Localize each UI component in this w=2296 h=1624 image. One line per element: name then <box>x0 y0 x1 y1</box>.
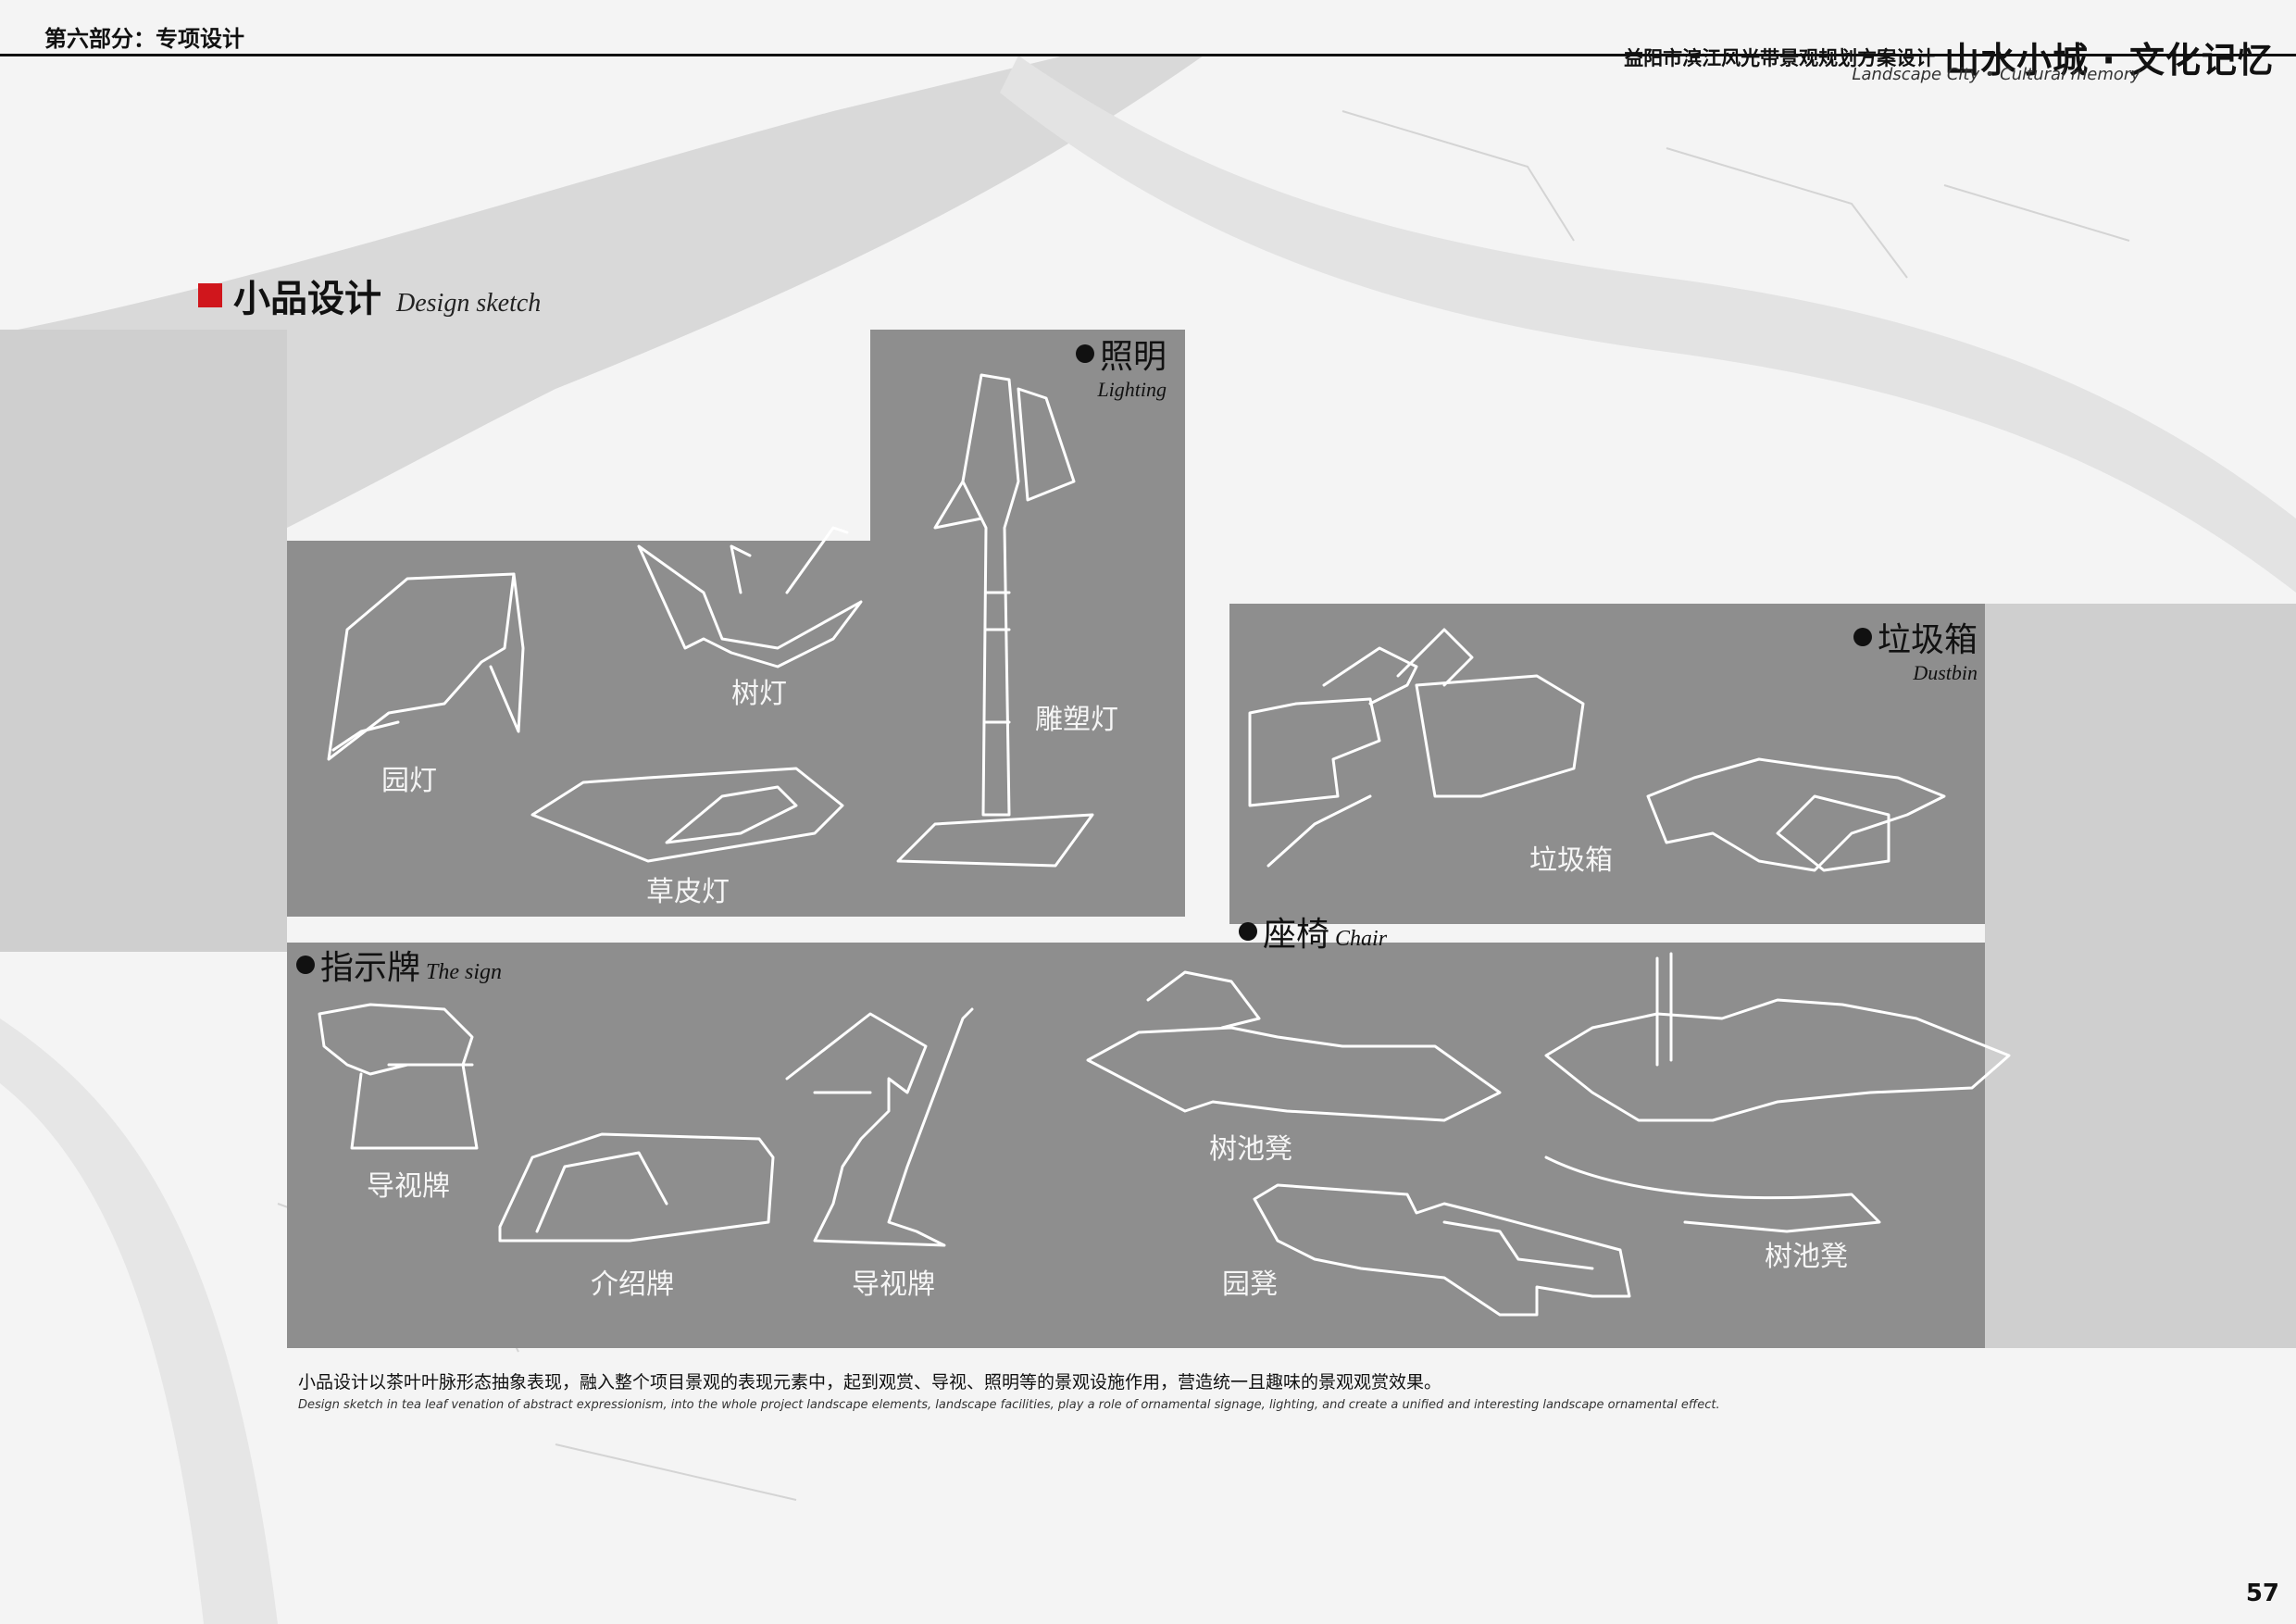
bullet-icon <box>1239 922 1257 941</box>
category-sign-zh: 指示牌 <box>320 949 421 987</box>
category-lighting: 照明 Lighting <box>1076 330 1167 402</box>
label-garden-lamp: 园灯 <box>381 765 437 797</box>
label-tree-lamp: 树灯 <box>731 678 787 710</box>
sign-chair-panel <box>287 943 1985 1348</box>
category-sign: 指示牌 The sign <box>296 941 502 989</box>
category-dustbin-zh: 垃圾箱 <box>1878 621 1978 659</box>
category-chair: 座椅 Chair <box>1239 907 1387 956</box>
page-number: 57 <box>2245 1580 2279 1607</box>
label-tree-bench-1: 树池凳 <box>1209 1133 1292 1166</box>
section-title: 小品设计 Design sketch <box>198 269 541 322</box>
header-divider <box>0 54 2296 56</box>
category-chair-en: Chair <box>1335 927 1388 951</box>
category-dustbin: 垃圾箱 Dustbin <box>1853 613 1978 685</box>
label-lawn-lamp: 草皮灯 <box>646 876 730 908</box>
header-project: 益阳市滨江风光带景观规划方案设计 山水小城 · 文化记忆 <box>1624 31 2274 82</box>
section-header: 第六部分：专项设计 <box>44 26 244 52</box>
label-guide-sign-1: 导视牌 <box>367 1170 450 1203</box>
brand-slogan: 山水小城 · 文化记忆 <box>1944 40 2274 81</box>
category-sign-en: The sign <box>426 960 503 984</box>
label-dustbin: 垃圾箱 <box>1529 844 1613 877</box>
section-title-zh: 小品设计 <box>233 278 381 320</box>
label-tree-bench-2: 树池凳 <box>1765 1241 1848 1273</box>
category-lighting-en: Lighting <box>1097 378 1167 401</box>
bullet-icon <box>1076 344 1094 363</box>
category-chair-zh: 座椅 <box>1263 916 1330 954</box>
description-en: Design sketch in tea leaf venation of ab… <box>298 1398 1720 1412</box>
left-band <box>0 330 287 952</box>
section-title-en: Design sketch <box>396 289 542 318</box>
red-square-icon <box>198 283 222 307</box>
project-title: 益阳市滨江风光带景观规划方案设计 <box>1624 46 1936 69</box>
right-band <box>1985 604 2296 1348</box>
label-sculpture-lamp: 雕塑灯 <box>1035 704 1118 736</box>
label-guide-sign-2: 导视牌 <box>852 1268 935 1301</box>
label-garden-bench: 园凳 <box>1222 1268 1278 1301</box>
description-zh: 小品设计以茶叶叶脉形态抽象表现，融入整个项目景观的表现元素中，起到观赏、导视、照… <box>298 1372 1442 1393</box>
brand-subtitle: Landscape City • Cultural memory <box>1852 65 2140 84</box>
category-lighting-zh: 照明 <box>1100 338 1167 376</box>
bullet-icon <box>296 956 315 974</box>
bullet-icon <box>1853 628 1872 646</box>
label-intro-sign: 介绍牌 <box>591 1268 674 1301</box>
category-dustbin-en: Dustbin <box>1913 661 1978 684</box>
